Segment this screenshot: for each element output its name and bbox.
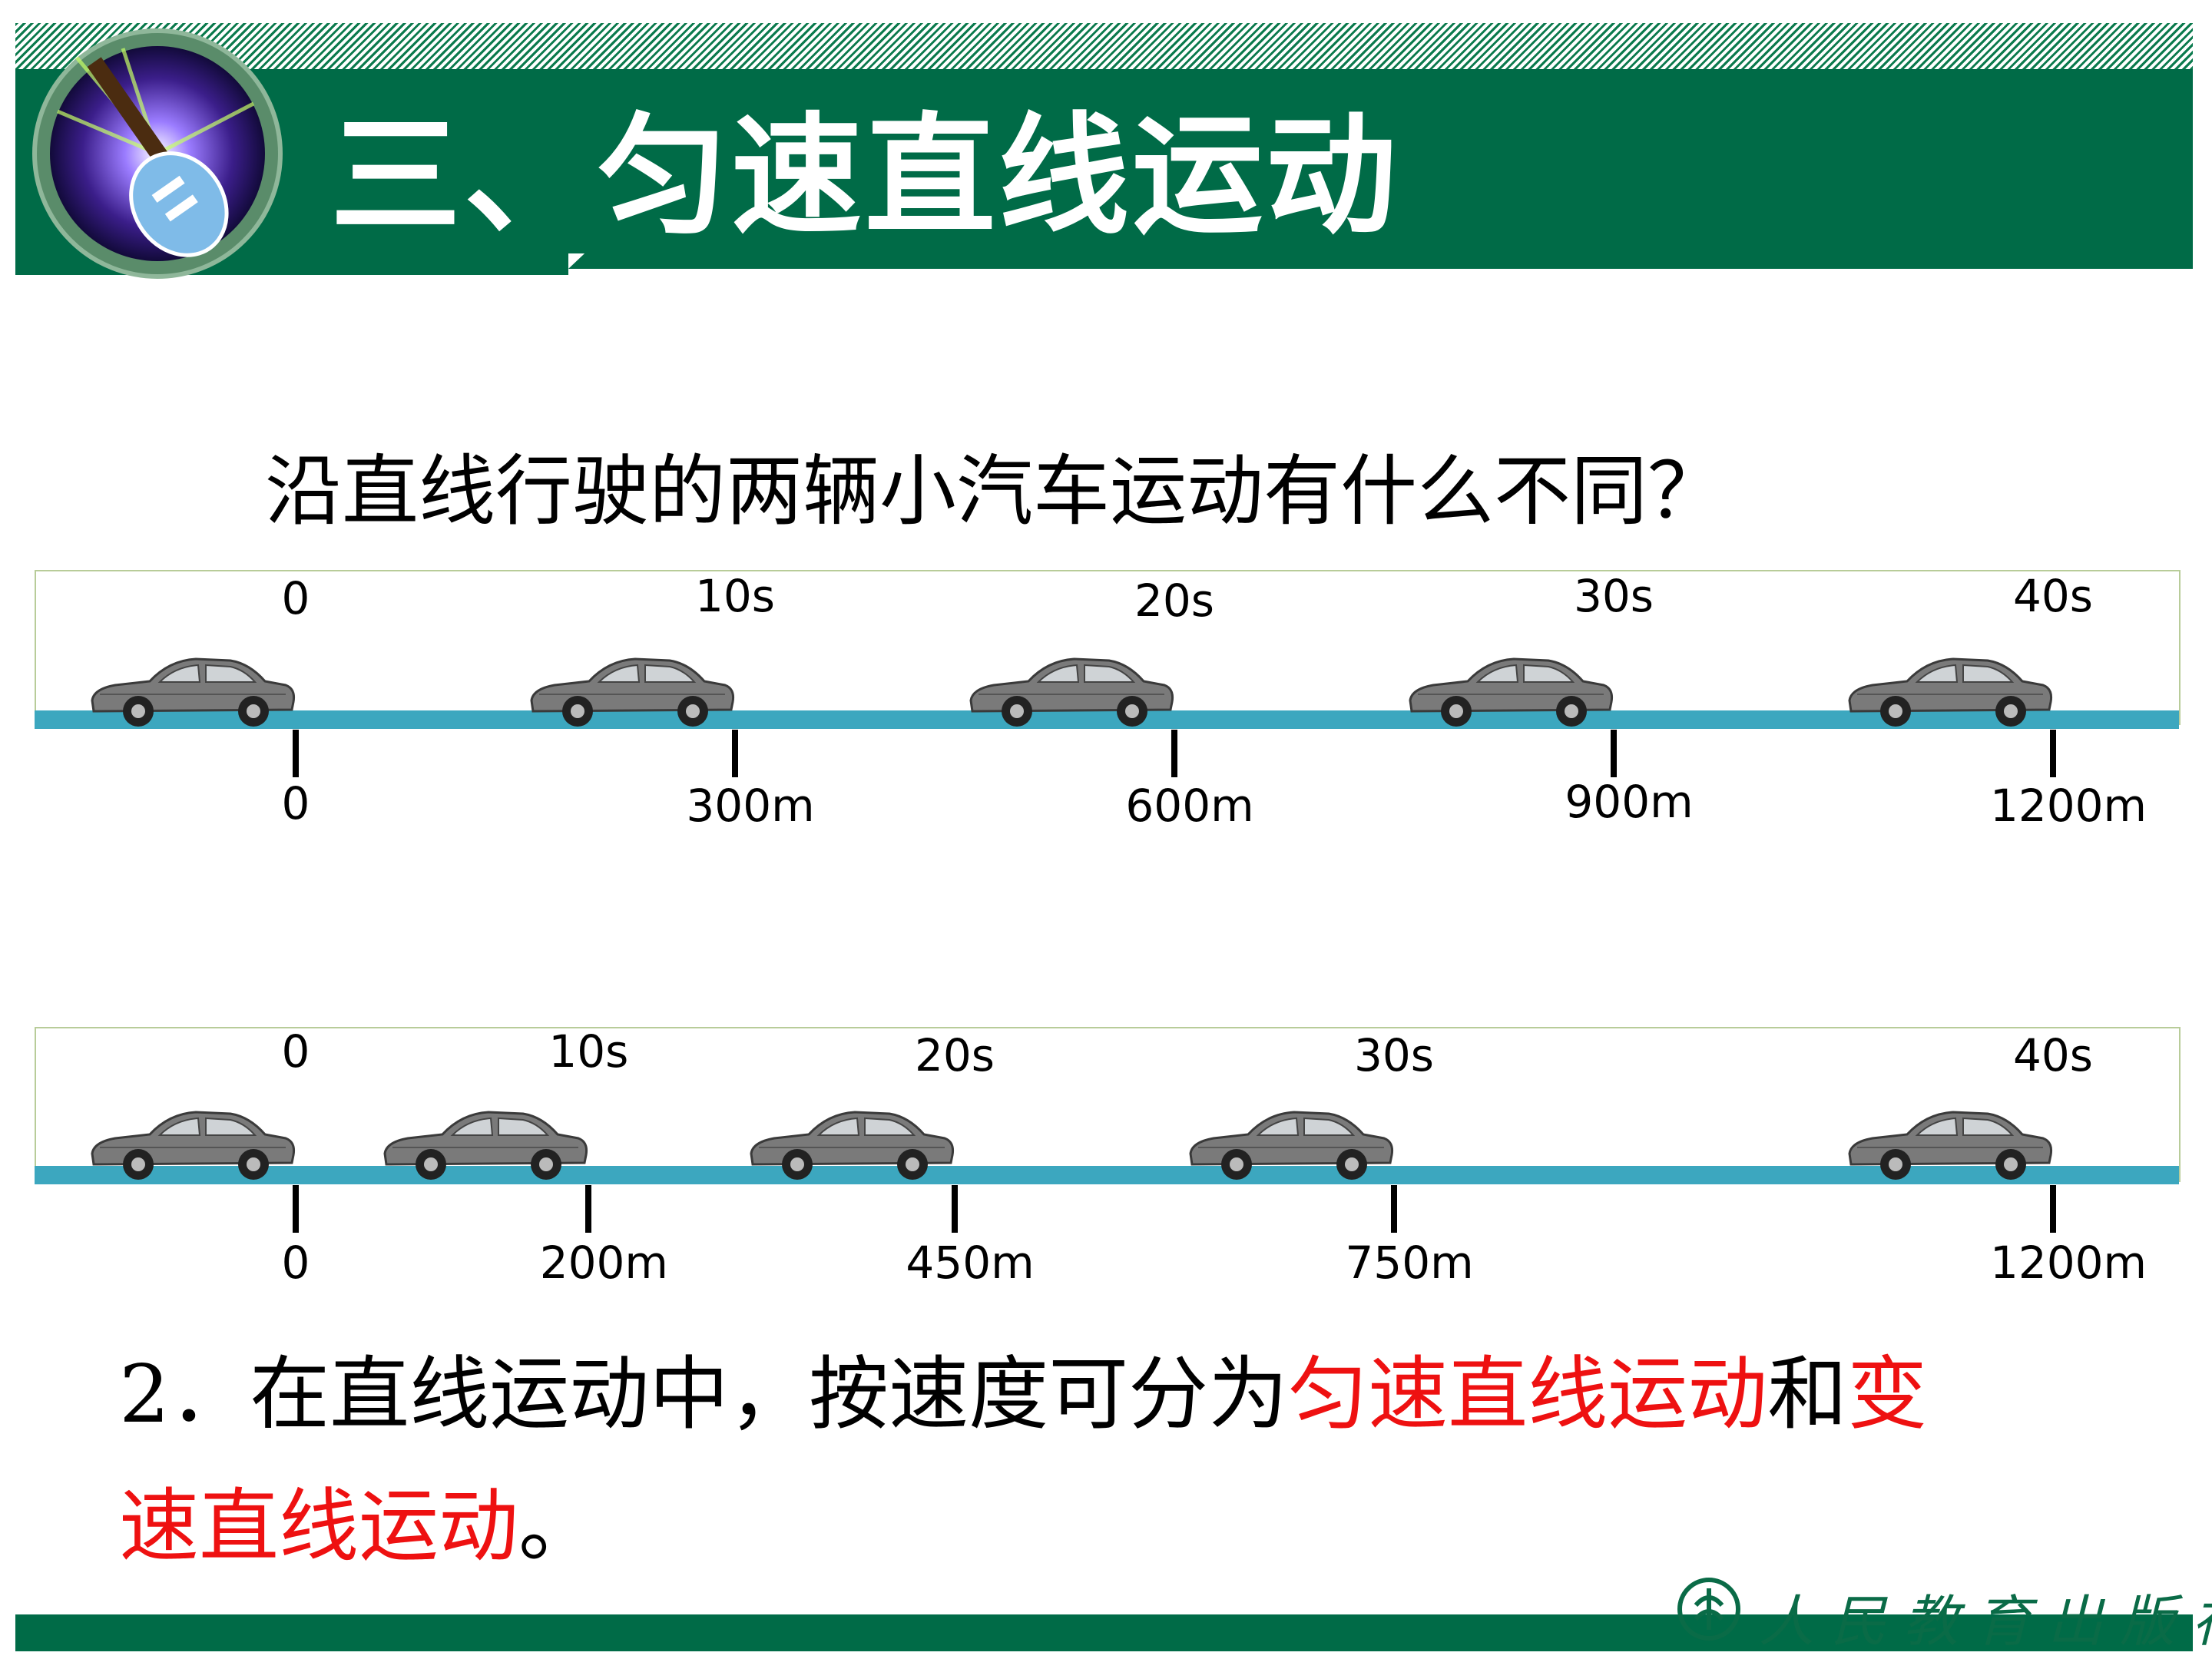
title-bar [15, 69, 2193, 253]
time-label: 30s [1353, 1029, 1435, 1081]
distance-label: 200m [539, 1237, 668, 1289]
variable-motion-term-end: 速直线运动 [119, 1479, 519, 1573]
distance-tick [293, 730, 299, 777]
distance-tick [2050, 1185, 2056, 1233]
publisher-name: 人民教育出版社 [1759, 1589, 2212, 1654]
time-label: 20s [914, 1029, 995, 1081]
time-label: 10s [694, 570, 776, 622]
road [35, 1166, 2179, 1184]
question-text: 沿直线行驶的两辆小汽车运动有什么不同？ [265, 446, 1724, 536]
car-icon [1842, 1100, 2057, 1184]
time-label: 0 [281, 1025, 310, 1078]
time-label: 10s [548, 1025, 629, 1078]
distance-tick [952, 1185, 958, 1233]
distance-label: 0 [281, 777, 310, 830]
statement-conjunction: 和 [1767, 1347, 1848, 1441]
statement-line-2: 速直线运动。 [119, 1469, 598, 1584]
car-icon [1183, 1100, 1398, 1184]
time-label: 0 [281, 572, 310, 624]
publisher-emblem-icon [1677, 1578, 1740, 1641]
diagram-panel [35, 570, 2181, 725]
title-bar-slant [568, 253, 2193, 269]
distance-label: 1200m [1989, 780, 2147, 832]
footer-bar [15, 1614, 2193, 1651]
distance-label: 1200m [1989, 1237, 2147, 1289]
distance-label: 450m [906, 1237, 1035, 1289]
distance-tick [732, 730, 738, 777]
distance-tick [1611, 730, 1617, 777]
page-title: 三、匀速直线运动 [330, 101, 1400, 253]
distance-tick [293, 1185, 299, 1233]
car-icon [524, 647, 739, 731]
distance-label: 750m [1345, 1237, 1474, 1289]
time-label: 30s [1573, 570, 1654, 622]
time-label: 20s [1134, 575, 1215, 627]
distance-tick [1171, 730, 1177, 777]
distance-tick [1391, 1185, 1397, 1233]
statement-prefix: 2．在直线运动中，按速度可分为 [119, 1347, 1289, 1441]
distance-label: 600m [1125, 780, 1254, 832]
header-stripe [15, 23, 2193, 69]
time-label: 40s [2012, 570, 2094, 622]
distance-tick [2050, 730, 2056, 777]
time-label: 40s [2012, 1029, 2094, 1081]
variable-motion-term-start: 变 [1847, 1347, 1928, 1441]
road [35, 710, 2179, 729]
statement-period: 。 [518, 1479, 599, 1573]
distance-label: 0 [281, 1237, 310, 1289]
guitar-logo-icon [32, 28, 283, 279]
car-icon [377, 1100, 592, 1184]
distance-label: 900m [1565, 776, 1694, 828]
car-icon [84, 1100, 300, 1184]
statement-line-1: 2．在直线运动中，按速度可分为匀速直线运动和变 [119, 1336, 1927, 1452]
car-icon [743, 1100, 959, 1184]
distance-label: 300m [686, 780, 815, 832]
car-icon [1402, 647, 1618, 731]
distance-tick [585, 1185, 592, 1233]
car-icon [84, 647, 300, 731]
uniform-motion-term: 匀速直线运动 [1288, 1347, 1768, 1441]
diagram-panel [35, 1027, 2181, 1182]
car-icon [963, 647, 1178, 731]
car-icon [1842, 647, 2057, 731]
